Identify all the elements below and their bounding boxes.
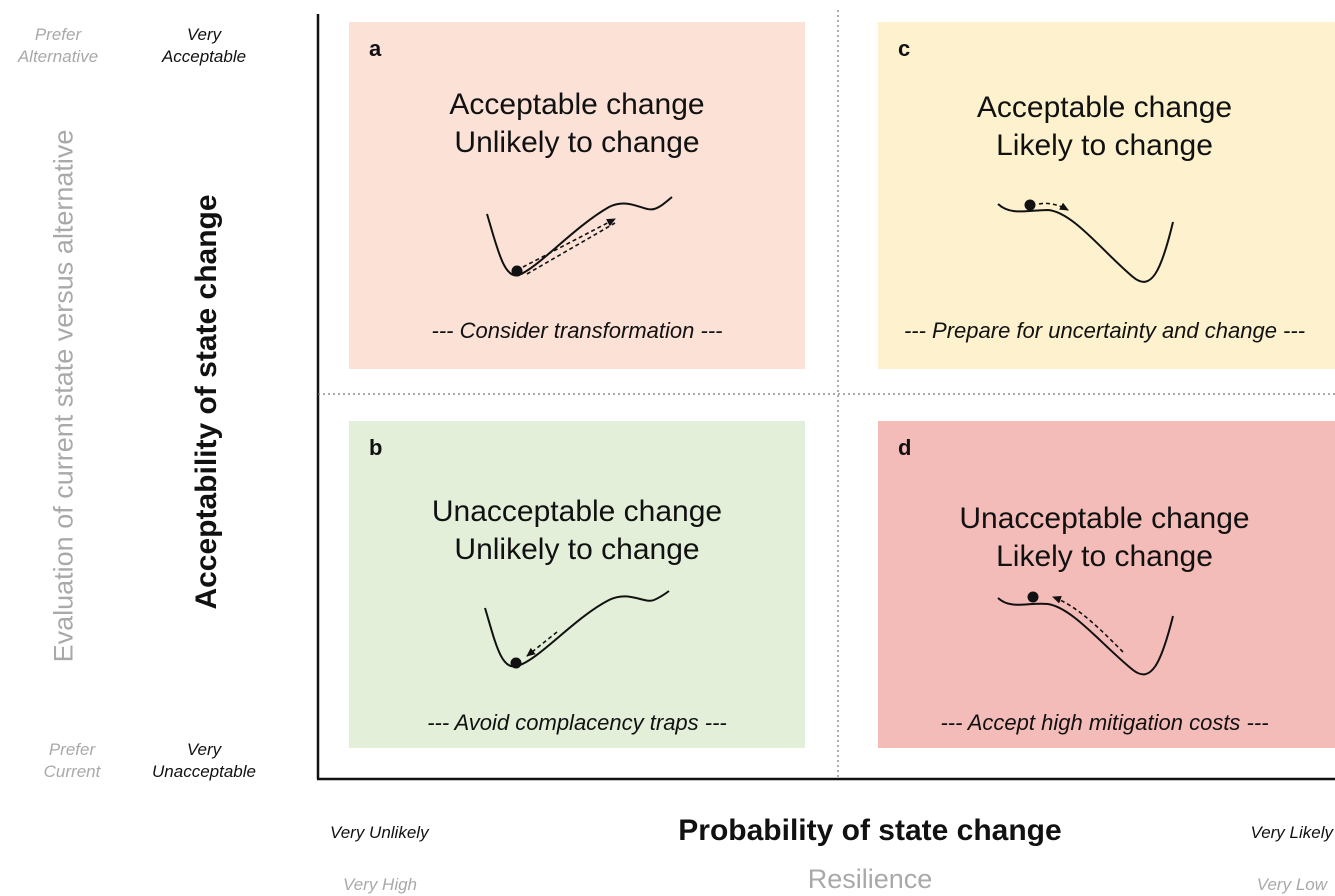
quadrant-c: c Acceptable change Likely to change ---… <box>878 22 1335 369</box>
x-axis-title: Probability of state change <box>678 814 1062 847</box>
quadrant-heading: Acceptable change Likely to change <box>976 91 1233 162</box>
outer-bottom-label: Prefer Current <box>43 740 101 781</box>
quadrant-d: d Unacceptable change Likely to change -… <box>878 421 1335 748</box>
x-sub-title: Resilience <box>807 864 933 894</box>
quadrant-letter: c <box>898 36 911 61</box>
quadrant-letter: d <box>898 435 912 460</box>
inner-top-label: Very Acceptable <box>161 25 247 66</box>
quadrant-advice: --- Prepare for uncertainty and change -… <box>903 318 1306 343</box>
unstable-landscape-icon <box>997 591 1174 676</box>
quadrant-b: b Unacceptable change Unlikely to change… <box>349 421 805 748</box>
quadrant-advice: --- Avoid complacency traps --- <box>427 710 727 735</box>
x-left-sub-label: Very High <box>343 875 418 894</box>
x-right-label: Very Likely <box>1250 823 1333 842</box>
quadrant-heading: Acceptable change Unlikely to change <box>449 88 705 159</box>
quadrant-letter: a <box>369 36 382 61</box>
quadrant-heading: Unacceptable change Unlikely to change <box>431 495 723 566</box>
quadrant-advice: --- Consider transformation --- <box>431 318 723 343</box>
x-right-sub-label: Very Low <box>1256 875 1327 894</box>
quadrant-letter: b <box>369 435 383 460</box>
stable-landscape-icon <box>486 196 673 277</box>
unstable-landscape-icon <box>997 199 1174 283</box>
outer-top-label: Prefer Alternative <box>17 25 99 66</box>
quadrant-a: a Acceptable change Unlikely to change -… <box>349 22 805 369</box>
x-left-label: Very Unlikely <box>330 823 429 842</box>
quadrant-advice: --- Accept high mitigation costs --- <box>940 710 1269 735</box>
stable-landscape-icon <box>484 590 670 669</box>
quadrant-heading: Unacceptable change Likely to change <box>959 502 1250 573</box>
inner-bottom-label: Very Unacceptable <box>152 740 256 781</box>
